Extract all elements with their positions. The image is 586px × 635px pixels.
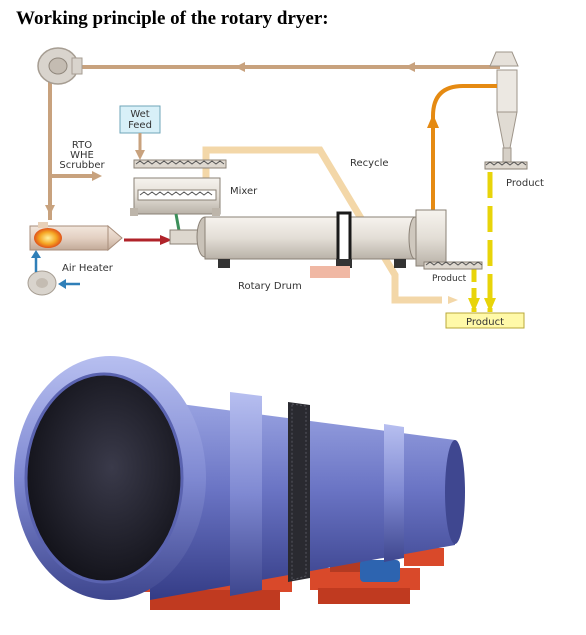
cyclone-separator — [489, 51, 519, 163]
wet-feed-box — [119, 105, 161, 134]
mixer — [130, 177, 221, 216]
rotary-drum-label: Rotary Drum — [238, 281, 302, 292]
exhaust-fan-icon — [37, 47, 83, 85]
recycle-pipe — [202, 146, 442, 304]
cyclone-product-conveyor — [484, 161, 528, 170]
product-collection-box — [445, 312, 525, 329]
drum-product-conveyor — [423, 261, 483, 270]
wet-feed-label: Wet — [130, 109, 149, 120]
drive-motor — [310, 266, 350, 278]
diagram-title: Working principle of the rotary dryer: — [16, 8, 329, 29]
product-box-label: Product — [466, 317, 504, 328]
exhaust-return-duct — [45, 62, 500, 220]
combustion-blower-icon — [27, 250, 80, 296]
scrubber-label: Scrubber — [59, 160, 105, 171]
mixer-label: Mixer — [230, 186, 258, 197]
recycle-label: Recycle — [350, 158, 389, 169]
rotary-dryer-photo — [14, 356, 465, 610]
drum-product-label: Product — [432, 274, 467, 284]
whe-label: WHE — [70, 150, 94, 161]
rotary-drum — [169, 209, 447, 278]
air-heater-label: Air Heater — [62, 263, 114, 274]
product-flow-lines — [468, 172, 496, 312]
rto-label: RTO — [72, 140, 92, 151]
flame-icon — [34, 228, 62, 248]
cyclone-product-label: Product — [506, 178, 544, 189]
wet-feed-label-2: Feed — [128, 120, 152, 131]
motor-icon — [360, 560, 400, 582]
feed-conveyor — [133, 159, 227, 169]
exhaust-gas-line — [431, 84, 497, 212]
air-heater — [29, 222, 123, 252]
